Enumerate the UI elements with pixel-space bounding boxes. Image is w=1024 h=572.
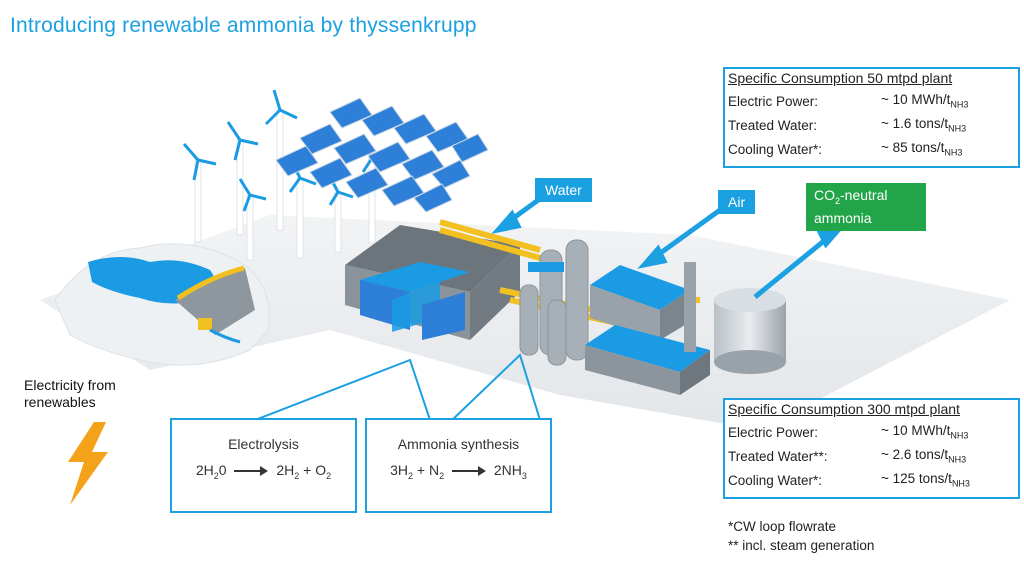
consumption-value: ~ 125 tons/tNH3 — [881, 471, 970, 489]
footnotes: *CW loop flowrate ** incl. steam generat… — [728, 517, 874, 555]
consumption-box-50: Specific Consumption 50 mtpd plant Elect… — [723, 67, 1020, 168]
water-label: Water — [535, 178, 592, 202]
page-title: Introducing renewable ammonia by thyssen… — [10, 14, 477, 37]
electricity-label: Electricity from renewables — [24, 377, 116, 410]
consumption-row: Treated Water: ~ 1.6 tons/tNH3 — [728, 113, 1015, 137]
consumption-value: ~ 10 MWh/tNH3 — [881, 423, 969, 441]
co2-neutral-ammonia-label: CO2-neutral ammonia — [806, 183, 926, 231]
consumption-row: Treated Water**: ~ 2.6 tons/tNH3 — [728, 444, 1015, 468]
consumption-row: Electric Power: ~ 10 MWh/tNH3 — [728, 420, 1015, 444]
consumption-value: ~ 85 tons/tNH3 — [881, 140, 963, 158]
reaction-arrow-icon — [451, 466, 486, 477]
consumption-value: ~ 2.6 tons/tNH3 — [881, 447, 967, 465]
ammonia-synthesis-box: Ammonia synthesis 3H2 + N2 2NH3 — [365, 418, 552, 513]
synthesis-columns — [519, 239, 589, 366]
consumption-value: ~ 1.6 tons/tNH3 — [881, 116, 967, 134]
consumption-header: Specific Consumption 50 mtpd plant — [728, 70, 953, 86]
air-building — [585, 262, 710, 395]
wind-turbine-icon — [182, 89, 389, 261]
footnote-steam: ** incl. steam generation — [728, 538, 875, 553]
consumption-header: Specific Consumption 300 mtpd plant — [728, 401, 960, 417]
air-label: Air — [718, 190, 756, 214]
consumption-label: Electric Power: — [728, 424, 819, 440]
synthesis-title: Ammonia synthesis — [397, 436, 520, 452]
synthesis-equation: 3H2 + N2 2NH3 — [390, 462, 527, 481]
consumption-row: Cooling Water*: ~ 125 tons/tNH3 — [728, 468, 1015, 492]
consumption-label: Electric Power: — [728, 93, 819, 109]
electrolysis-title: Electrolysis — [228, 436, 299, 452]
consumption-row: Electric Power: ~ 10 MWh/tNH3 — [728, 89, 1015, 113]
footnote-cw: *CW loop flowrate — [728, 519, 837, 534]
consumption-label: Cooling Water*: — [728, 141, 823, 157]
consumption-label: Treated Water: — [728, 117, 818, 133]
consumption-row: Cooling Water*: ~ 85 tons/tNH3 — [728, 137, 1015, 161]
consumption-label: Cooling Water*: — [728, 472, 823, 488]
electrolysis-box: Electrolysis 2H20 2H2 + O2 — [170, 418, 357, 513]
lightning-icon — [68, 422, 108, 505]
ammonia-tank — [714, 288, 786, 374]
callout-lines — [249, 353, 541, 423]
consumption-label: Treated Water**: — [728, 448, 828, 464]
solar-panel-icon — [275, 97, 489, 213]
reaction-arrow-icon — [234, 466, 269, 477]
mountain-lake — [54, 243, 270, 366]
consumption-value: ~ 10 MWh/tNH3 — [881, 92, 969, 110]
electrolysis-equation: 2H20 2H2 + O2 — [195, 462, 332, 481]
consumption-box-300: Specific Consumption 300 mtpd plant Elec… — [723, 398, 1020, 499]
